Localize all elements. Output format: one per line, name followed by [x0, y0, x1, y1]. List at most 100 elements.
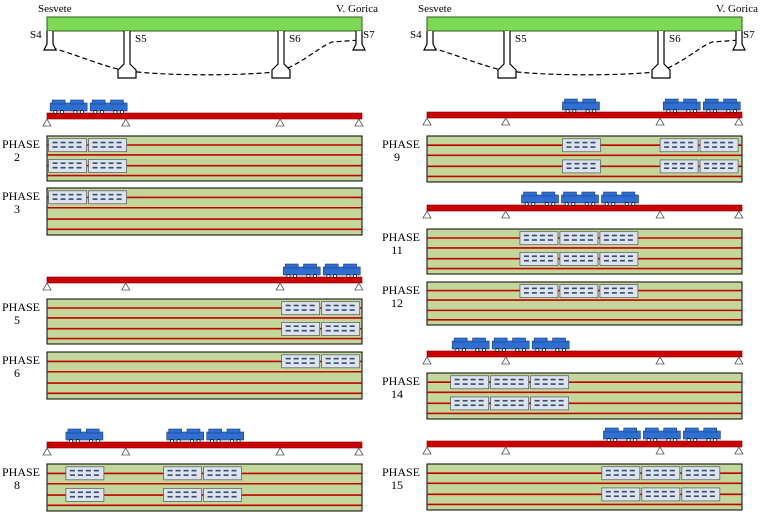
- wagon-mark: [52, 198, 58, 200]
- wagon-footprint: [321, 322, 361, 336]
- phase-number: 11: [391, 243, 403, 257]
- wagon-mark: [590, 162, 596, 165]
- wagon-mark: [712, 167, 718, 170]
- wagon-mark: [619, 287, 625, 290]
- wagon-mark: [688, 146, 694, 148]
- wheel: [353, 274, 358, 278]
- wagon-mark: [661, 474, 667, 476]
- wagon-mark: [325, 304, 331, 307]
- support-triangle: [501, 117, 511, 126]
- wheel: [666, 438, 671, 442]
- wagon-mark: [100, 198, 106, 200]
- wagon-mark: [590, 146, 596, 148]
- wagon-mark: [60, 193, 66, 196]
- locomotive-cab: [168, 428, 182, 434]
- wagon-mark: [709, 469, 715, 472]
- wagon-mark: [701, 469, 707, 472]
- wagon-mark: [603, 255, 609, 257]
- ground-profile: [431, 39, 741, 76]
- wagon-mark: [100, 162, 106, 164]
- wagon-mark: [494, 404, 500, 407]
- wagon-mark: [531, 255, 537, 257]
- bridge-deck: [46, 16, 363, 32]
- wagon-mark: [669, 490, 675, 493]
- wagon-mark: [563, 239, 569, 241]
- support-label-s7: S7: [363, 29, 375, 41]
- wagon-mark: [207, 469, 213, 472]
- wagon-footprint: [599, 231, 639, 246]
- wagon-mark: [523, 239, 529, 241]
- wagon-mark: [603, 292, 609, 294]
- wagon-mark: [542, 378, 548, 381]
- wagon-mark: [558, 404, 564, 407]
- wagon-mark: [68, 162, 74, 164]
- locomotive-body: [451, 340, 490, 350]
- wagon-footprint: [321, 301, 361, 316]
- wagon-mark: [531, 292, 537, 294]
- wagon-mark: [619, 239, 625, 241]
- locomotive-cab: [582, 98, 597, 104]
- wagon-mark: [550, 399, 556, 402]
- locomotive-cab: [110, 99, 124, 105]
- wagon-mark: [76, 193, 82, 196]
- wagon-mark: [285, 329, 291, 332]
- wagon-mark: [285, 325, 291, 327]
- phase-panel: [46, 187, 363, 236]
- ground-profile: [51, 39, 361, 76]
- wagon-mark: [454, 383, 460, 385]
- wheel: [522, 348, 526, 352]
- wagon-mark: [563, 234, 569, 237]
- wheel: [216, 439, 221, 443]
- wagon-mark: [215, 491, 221, 494]
- train-set: [65, 428, 104, 443]
- wagon-mark: [566, 141, 572, 144]
- wagon-mark: [704, 141, 710, 144]
- wheel: [571, 202, 576, 206]
- wagon-mark: [518, 378, 524, 381]
- wagon-mark: [285, 362, 291, 364]
- wagon-mark: [77, 469, 83, 472]
- wagon-mark: [301, 304, 307, 307]
- wagon-footprint: [659, 159, 699, 174]
- wagon-mark: [547, 287, 553, 290]
- wagon-mark: [645, 495, 651, 498]
- abutment-s4: [43, 31, 57, 51]
- locomotive-body: [643, 430, 681, 440]
- wagon-mark: [563, 287, 569, 290]
- wagon-footprint: [281, 301, 321, 316]
- wagon-mark: [619, 255, 625, 257]
- wagon-mark: [231, 474, 237, 476]
- locomotive-cab: [208, 428, 222, 434]
- wagon-mark: [672, 146, 678, 148]
- wagon-mark: [579, 292, 585, 294]
- wagon-mark: [301, 357, 307, 360]
- wagon-mark: [454, 399, 460, 402]
- locomotive-cab: [645, 427, 659, 433]
- wheel: [189, 439, 194, 443]
- wagon-mark: [285, 309, 291, 311]
- wheel: [89, 439, 94, 443]
- wagon-mark: [619, 234, 625, 237]
- wagon-mark: [627, 292, 633, 294]
- wagon-mark: [462, 399, 468, 402]
- train-set: [451, 337, 570, 352]
- wheel: [666, 109, 671, 113]
- wagon-mark: [69, 474, 75, 476]
- wagon-mark: [494, 399, 500, 402]
- wagon-mark: [52, 141, 58, 144]
- wagon-mark: [100, 193, 106, 196]
- wagon-mark: [523, 255, 529, 257]
- wagon-mark: [587, 287, 593, 290]
- wagon-mark: [701, 495, 707, 498]
- wagon-mark: [76, 198, 82, 200]
- wagon-mark: [582, 167, 588, 170]
- wagon-mark: [621, 495, 627, 498]
- locomotive-body: [206, 431, 244, 441]
- wagon-mark: [108, 146, 114, 148]
- wagon-mark: [728, 141, 734, 144]
- support-triangle: [655, 446, 665, 455]
- wagon-mark: [454, 378, 460, 381]
- wagon-mark: [534, 383, 540, 385]
- wagon-footprint: [559, 252, 599, 266]
- wagon-mark: [76, 162, 82, 164]
